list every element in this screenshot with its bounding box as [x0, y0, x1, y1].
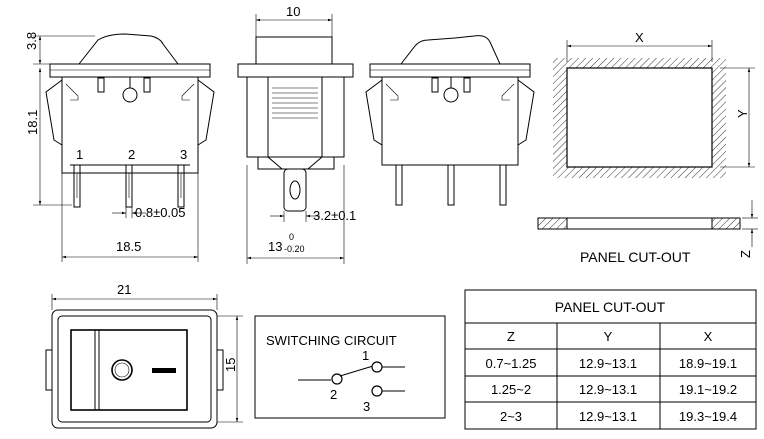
dim-side-width-tol-lower: -0.20 — [284, 244, 305, 254]
table-header-z: Z — [507, 329, 515, 344]
dim-side-width-tol-upper: 0 — [289, 232, 294, 242]
table-header-x: X — [704, 329, 713, 344]
dim-side-pin-width: 3.2±0.1 — [313, 208, 356, 223]
table-cell: 19.3~19.4 — [679, 409, 737, 424]
panel-cutout-table: PANEL CUT-OUT Z Y X 0.7~1.25 12.9~13.1 1… — [464, 289, 757, 430]
dim-front-height: 15 — [223, 358, 238, 372]
circuit-terminal-2: 2 — [330, 387, 337, 402]
face-view: 21 15 — [45, 282, 243, 429]
table-cell: 12.9~13.1 — [579, 382, 637, 397]
front-view-alt — [365, 35, 535, 206]
side-view: 10 3.2±0.1 13 0 -0.20 — [237, 4, 356, 264]
panel-cutout-view: X Y Z PANEL CUT-OUT — [537, 30, 758, 265]
table-cell: 18.9~19.1 — [679, 356, 737, 371]
table-cell: 12.9~13.1 — [579, 356, 637, 371]
table-cell: 0.7~1.25 — [486, 356, 537, 371]
switching-circuit: SWITCHING CIRCUIT 1 2 3 — [254, 315, 446, 419]
circuit-terminal-1: 1 — [362, 348, 369, 363]
table-cell: 2~3 — [500, 409, 522, 424]
table-cell: 19.1~19.2 — [679, 382, 737, 397]
table-cell: 1.25~2 — [491, 382, 531, 397]
pin-label-2: 2 — [128, 147, 135, 162]
table-cell: 12.9~13.1 — [579, 409, 637, 424]
dim-cutout-x: X — [635, 30, 644, 45]
dim-cutout-z: Z — [738, 250, 753, 258]
dim-body-height: 18.1 — [25, 110, 40, 135]
dim-side-width: 13 — [268, 239, 282, 254]
pin-label-3: 3 — [180, 147, 187, 162]
dim-body-width: 18.5 — [116, 239, 141, 254]
pin-label-1: 1 — [76, 147, 83, 162]
dim-cutout-y: Y — [735, 109, 750, 118]
dim-button-width: 10 — [286, 4, 300, 19]
circuit-terminal-3: 3 — [363, 399, 370, 414]
switching-circuit-title: SWITCHING CIRCUIT — [266, 333, 397, 348]
dim-top-height: 3.8 — [24, 32, 39, 50]
dim-front-width: 21 — [117, 282, 131, 297]
table-header-y: Y — [604, 329, 613, 344]
dim-pin-width: 0.8±0.05 — [135, 205, 186, 220]
table-title: PANEL CUT-OUT — [555, 299, 666, 315]
panel-cutout-caption: PANEL CUT-OUT — [580, 249, 691, 265]
front-view: 1 2 3 3.8 18.1 0.8±0.05 18.5 — [24, 32, 215, 262]
